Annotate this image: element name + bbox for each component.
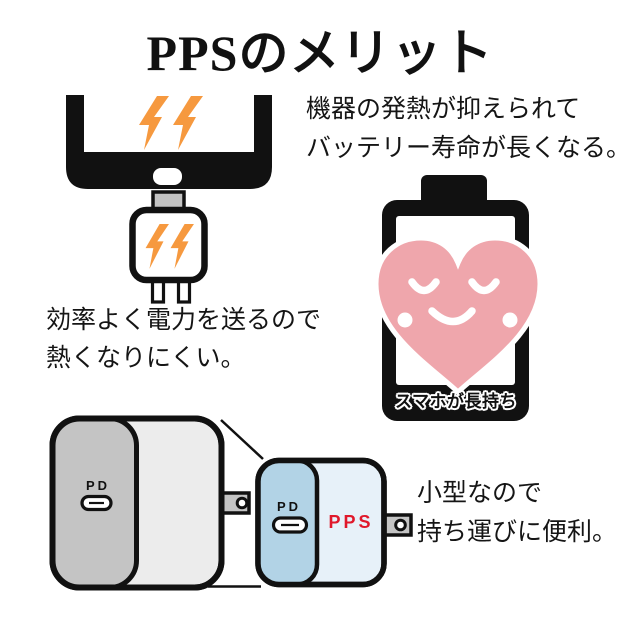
small-charger-prong bbox=[382, 513, 413, 537]
page-title: PPSのメリット bbox=[146, 25, 494, 81]
lightning-bolt-icon bbox=[139, 96, 169, 150]
large-charger-prong bbox=[220, 491, 251, 515]
phone-frame bbox=[66, 95, 272, 189]
battery-heart-illustration bbox=[373, 175, 543, 421]
pps-label: PPS bbox=[328, 512, 374, 532]
caption-portability-line1: 小型なので bbox=[417, 480, 543, 507]
usb-port-hole bbox=[153, 168, 182, 185]
heart-cheek-right bbox=[502, 312, 518, 328]
heart-smile bbox=[428, 307, 476, 326]
caption-heat-line1: 機器の発熱が抑えられて bbox=[306, 96, 581, 123]
caption-efficiency-line1: 効率よく電力を送るので bbox=[46, 307, 322, 334]
connector-head bbox=[129, 206, 208, 284]
pd-label-small: PD bbox=[276, 499, 302, 514]
caption-portability: 小型なので 持ち運びに便利。 bbox=[417, 474, 617, 552]
lightning-bolt-icon bbox=[173, 96, 203, 150]
caption-efficiency: 効率よく電力を送るので 熱くなりにくい。 bbox=[46, 302, 321, 378]
heart-cheek-left bbox=[397, 312, 413, 328]
comparison-guide-line-top bbox=[220, 419, 264, 460]
pd-label-large: PD bbox=[85, 478, 111, 493]
caption-portability-line2: 持ち運びに便利。 bbox=[417, 519, 618, 546]
caption-efficiency-line2: 熱くなりにくい。 bbox=[46, 345, 246, 372]
caption-heat-line2: バッテリー寿命が長くなる。 bbox=[306, 135, 632, 162]
heart-eye-left bbox=[408, 278, 440, 295]
usb-c-port-icon-small bbox=[271, 516, 309, 534]
battery-label: スマホが長持ち bbox=[395, 392, 517, 411]
caption-heat-reduction: 機器の発熱が抑えられて バッテリー寿命が長くなる。 bbox=[306, 90, 631, 168]
heart-face-icon bbox=[373, 235, 543, 396]
usb-c-port-icon-large bbox=[80, 494, 113, 512]
small-charger-outline bbox=[255, 457, 387, 588]
heart-eye-right bbox=[468, 278, 500, 295]
phone-charging-illustration bbox=[66, 95, 272, 304]
large-charger-outline bbox=[49, 415, 225, 591]
charger-comparison-illustration bbox=[49, 415, 413, 591]
